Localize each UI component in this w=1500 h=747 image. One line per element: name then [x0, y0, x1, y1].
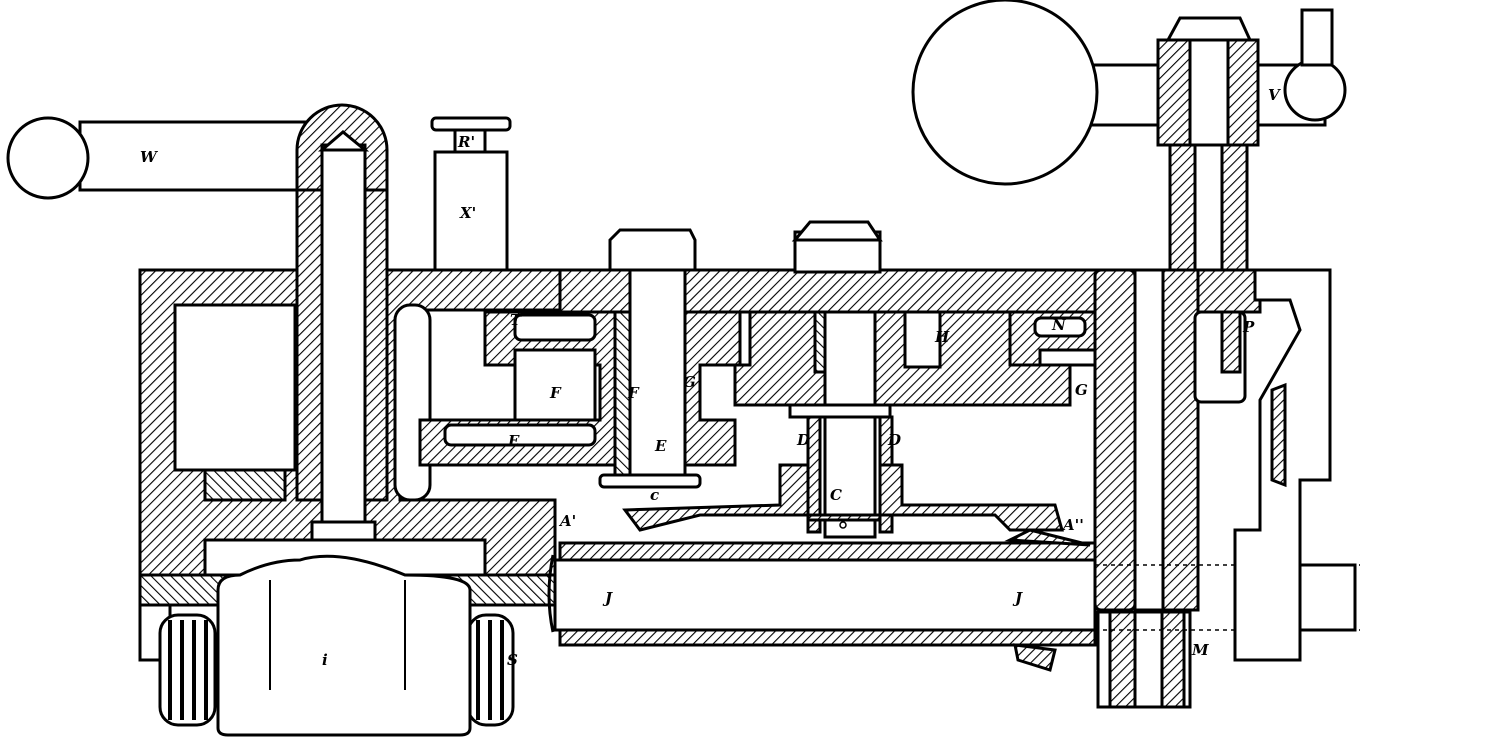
worm-i [158, 554, 515, 737]
gear-assembly-center [622, 220, 1072, 539]
label-v: V [1268, 86, 1281, 104]
label-f-right: F [627, 384, 640, 402]
handle-v [911, 0, 1347, 404]
left-shaft [295, 130, 389, 542]
label-e-right: E [654, 437, 667, 455]
label-n: N [1051, 316, 1067, 334]
labels: W R' X' T F F E E G G H N D D c C A' A''… [140, 86, 1281, 669]
label-x1: X' [459, 204, 476, 222]
right-frame [1233, 268, 1357, 662]
label-j-right: J [1012, 589, 1023, 607]
label-p: P [1242, 318, 1255, 336]
label-c-right: C [830, 486, 842, 504]
label-f-left: F [549, 384, 562, 402]
gear-assembly-left [418, 228, 742, 489]
label-a1: A' [558, 512, 576, 530]
label-d-right: D [887, 431, 901, 449]
label-g-right: G [1075, 381, 1088, 399]
label-w: W [140, 148, 159, 166]
label-r1: R' [457, 133, 475, 151]
right-column [1093, 268, 1360, 709]
label-h: H [934, 328, 950, 346]
label-m: M [1191, 641, 1209, 659]
label-t: T [510, 311, 523, 329]
label-s: S [507, 651, 518, 669]
label-d-left: D [796, 431, 810, 449]
label-j-left: J [602, 589, 613, 607]
label-g-left: G [683, 373, 696, 391]
label-a2: A'' [1061, 516, 1084, 534]
label-c-left: c [650, 486, 659, 504]
pipe-j [547, 528, 1097, 672]
gear-n [1008, 310, 1097, 367]
label-i: i [322, 651, 328, 669]
label-e-left: E [507, 432, 520, 450]
